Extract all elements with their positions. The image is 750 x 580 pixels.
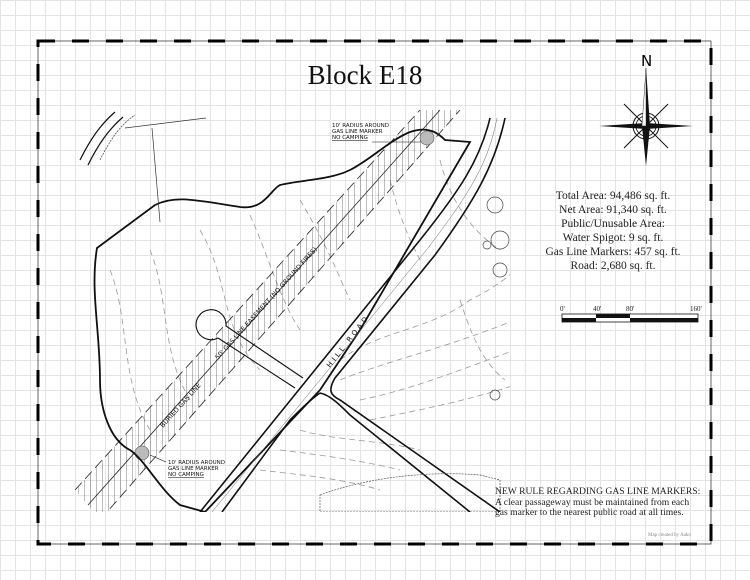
marker-top-label: 10' RADIUS AROUND <box>332 123 389 129</box>
note-line: gas marker to the nearest public road at… <box>495 507 684 518</box>
map-credit: Map created by Aako <box>648 533 691 538</box>
svg-text:NO CAMPING: NO CAMPING <box>332 135 368 141</box>
stat-net-area: Net Area: 91,340 sq. ft. <box>559 204 667 216</box>
driveway <box>195 309 304 389</box>
compass-rose-icon: N <box>599 52 693 166</box>
marker-bottom-label: 10' RADIUS AROUND <box>168 460 225 466</box>
scale-label: 0' <box>560 305 565 313</box>
stat-public-heading: Public/Unusable Area: <box>561 218 665 230</box>
svg-text:GAS LINE MARKER: GAS LINE MARKER <box>332 129 383 135</box>
gas-line-easement <box>75 110 460 512</box>
svg-text:NO CAMPING: NO CAMPING <box>168 472 204 478</box>
stat-road: Road: 2,680 sq. ft. <box>570 260 656 272</box>
property-boundary <box>93 128 472 512</box>
map-title: Block E18 <box>307 60 423 90</box>
stat-gas-markers: Gas Line Markers: 457 sq. ft. <box>545 246 681 258</box>
note-heading: NEW RULE REGARDING GAS LINE MARKERS: <box>495 486 701 497</box>
hill-road <box>199 117 506 512</box>
easement-label: 50' GAS LINE EASEMENT (NO GROUND FIRES) <box>214 246 319 362</box>
contour-lines <box>109 159 510 491</box>
stat-water-spigot: Water Spigot: 9 sq. ft. <box>562 232 664 244</box>
gas-marker-bottom <box>134 445 150 461</box>
scale-label: 40' <box>593 305 602 313</box>
scale-label: 160' <box>690 305 702 313</box>
svg-text:GAS LINE MARKER: GAS LINE MARKER <box>168 466 219 472</box>
gas-marker-top <box>419 130 435 146</box>
svg-text:N: N <box>641 52 652 70</box>
stat-total-area: Total Area: 94,486 sq. ft. <box>555 190 671 202</box>
scale-label: 80' <box>626 305 635 313</box>
note-line: A clear passageway must be maintained fr… <box>495 496 690 508</box>
area-stats: Total Area: 94,486 sq. ft. Net Area: 91,… <box>520 189 706 273</box>
buried-gas-line <box>87 109 441 506</box>
gas-marker-rule-note: NEW RULE REGARDING GAS LINE MARKERS: A c… <box>495 486 710 519</box>
scale-bar <box>561 313 699 323</box>
